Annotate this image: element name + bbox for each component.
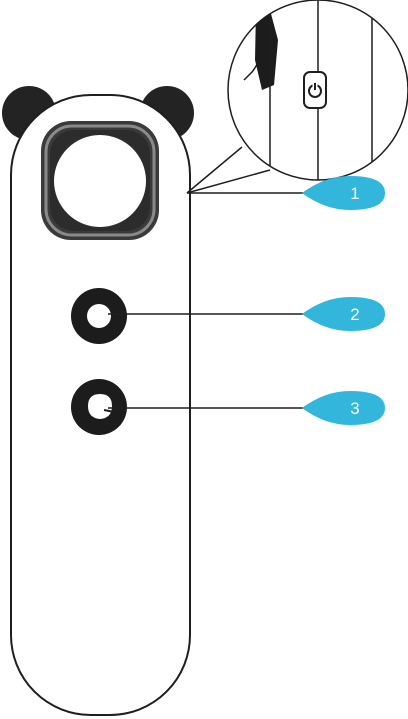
touchpad[interactable]: [41, 121, 159, 240]
button-3[interactable]: [71, 379, 127, 435]
callout-2-label: 2: [350, 305, 359, 324]
power-button[interactable]: [303, 71, 327, 109]
callout-1-label: 1: [350, 184, 359, 203]
callout-2: 2: [302, 297, 385, 331]
callout-3: 3: [302, 391, 385, 425]
button-2[interactable]: [71, 288, 127, 344]
callout-3-label: 3: [350, 399, 359, 418]
power-icon: [308, 82, 322, 98]
zoom-inset: [186, 0, 408, 194]
callout-1: 1: [302, 176, 385, 210]
